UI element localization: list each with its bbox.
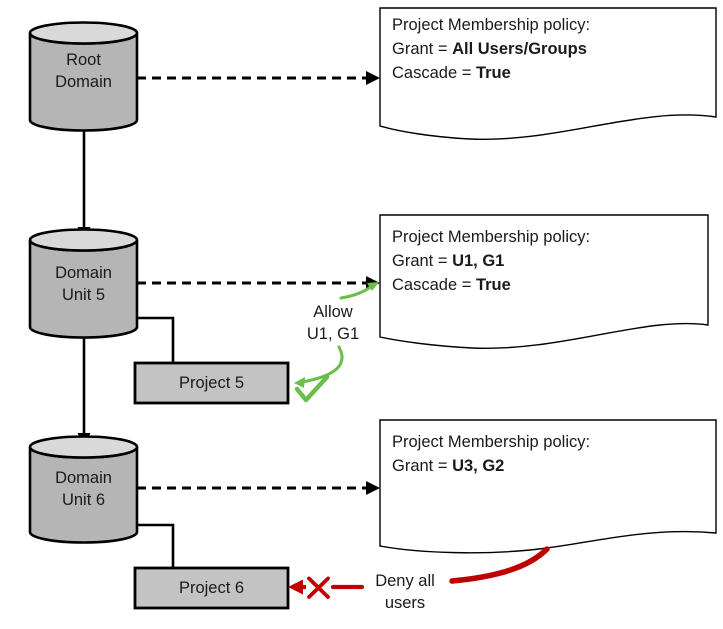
dashed-arrow-root-to-policy [137,71,380,85]
arrowhead-right-icon [366,71,380,85]
cascade-value: True [475,276,511,294]
domain-unit5-label: Domain Unit 5 [30,262,137,306]
policy-text-unit5: Project Membership policy: Grant = U1, G… [392,225,710,297]
green-arrow-shaft [339,284,374,300]
domain-unit5-label-line1: Domain [55,264,112,282]
deny-line1: Deny all [375,572,435,590]
grant-label: Grant = [392,457,453,475]
green-arrowhead-icon [367,282,379,291]
cylinder-top [28,435,139,459]
domain-unit5-cylinder [28,228,139,339]
deny-curve-from-policy [449,546,550,584]
dashed-arrow-unit6-to-policy [137,481,380,495]
green-checkmark-icon [294,374,330,403]
allow-annotation: Allow U1, G1 [293,301,373,345]
connector-unit5-project5 [137,316,175,363]
arrow-unit5-to-unit6 [77,338,91,446]
policy-text-root: Project Membership policy: Grant = All U… [392,13,710,85]
cylinder-top [28,228,139,252]
policy-document-unit5 [379,214,709,350]
cylinder-top [28,21,139,45]
red-x-icon [307,576,330,599]
grant-value: U3, G2 [452,457,505,475]
allow-line1: Allow [313,303,353,321]
domain-unit6-label-line2: Unit 6 [61,491,106,509]
deny-annotation: Deny all users [363,570,447,614]
allow-arrow-to-policy [339,282,379,300]
deny-line2: users [384,594,426,612]
grant-value: U1, G1 [452,252,505,270]
domain-unit6-label-line1: Domain [55,469,112,487]
policy-title: Project Membership policy: [392,433,591,451]
cascade-value: True [475,64,511,82]
project6-label: Project 6 [178,578,245,597]
cascade-label: Cascade = [392,64,476,82]
green-arrow-shaft [300,345,344,384]
policy-cascade-line: Cascade = True [392,273,710,297]
policy-text-unit6: Project Membership policy: Grant = U3, G… [392,430,710,478]
allow-arrow-to-project5 [294,345,344,388]
connector-unit6-project6 [137,523,175,568]
grant-label: Grant = [392,252,453,270]
cascade-label: Cascade = [392,276,476,294]
green-arrowhead-icon [294,377,305,388]
grant-label: Grant = [392,40,453,58]
allow-line2: U1, G1 [306,325,360,343]
arrow-root-to-unit5 [77,130,91,240]
dashed-arrow-unit5-to-policy [137,276,380,290]
policy-grant-line: Grant = U1, G1 [392,249,710,273]
policy-grant-line: Grant = U3, G2 [392,454,710,478]
project6-box [133,566,290,610]
arrowhead-right-icon [366,481,380,495]
domain-unit5-label-line2: Unit 5 [61,286,106,304]
root-domain-cylinder [28,21,139,132]
root-domain-label: Root Domain [30,49,137,93]
policy-cascade-line: Cascade = True [392,61,710,85]
grant-value: All Users/Groups [452,40,587,58]
policy-document-root [379,7,717,140]
project5-box [133,361,290,405]
red-arrowhead-icon [288,579,303,595]
project5-label: Project 5 [178,373,245,392]
domain-unit6-label: Domain Unit 6 [30,467,137,511]
policy-title: Project Membership policy: [392,228,591,246]
deny-arrow-to-project6 [288,576,365,599]
domain-unit6-cylinder [28,435,139,544]
policy-grant-line: Grant = All Users/Groups [392,37,710,61]
root-domain-label-line2: Domain [55,73,112,91]
root-domain-label-line1: Root [66,51,101,69]
policy-title: Project Membership policy: [392,16,591,34]
